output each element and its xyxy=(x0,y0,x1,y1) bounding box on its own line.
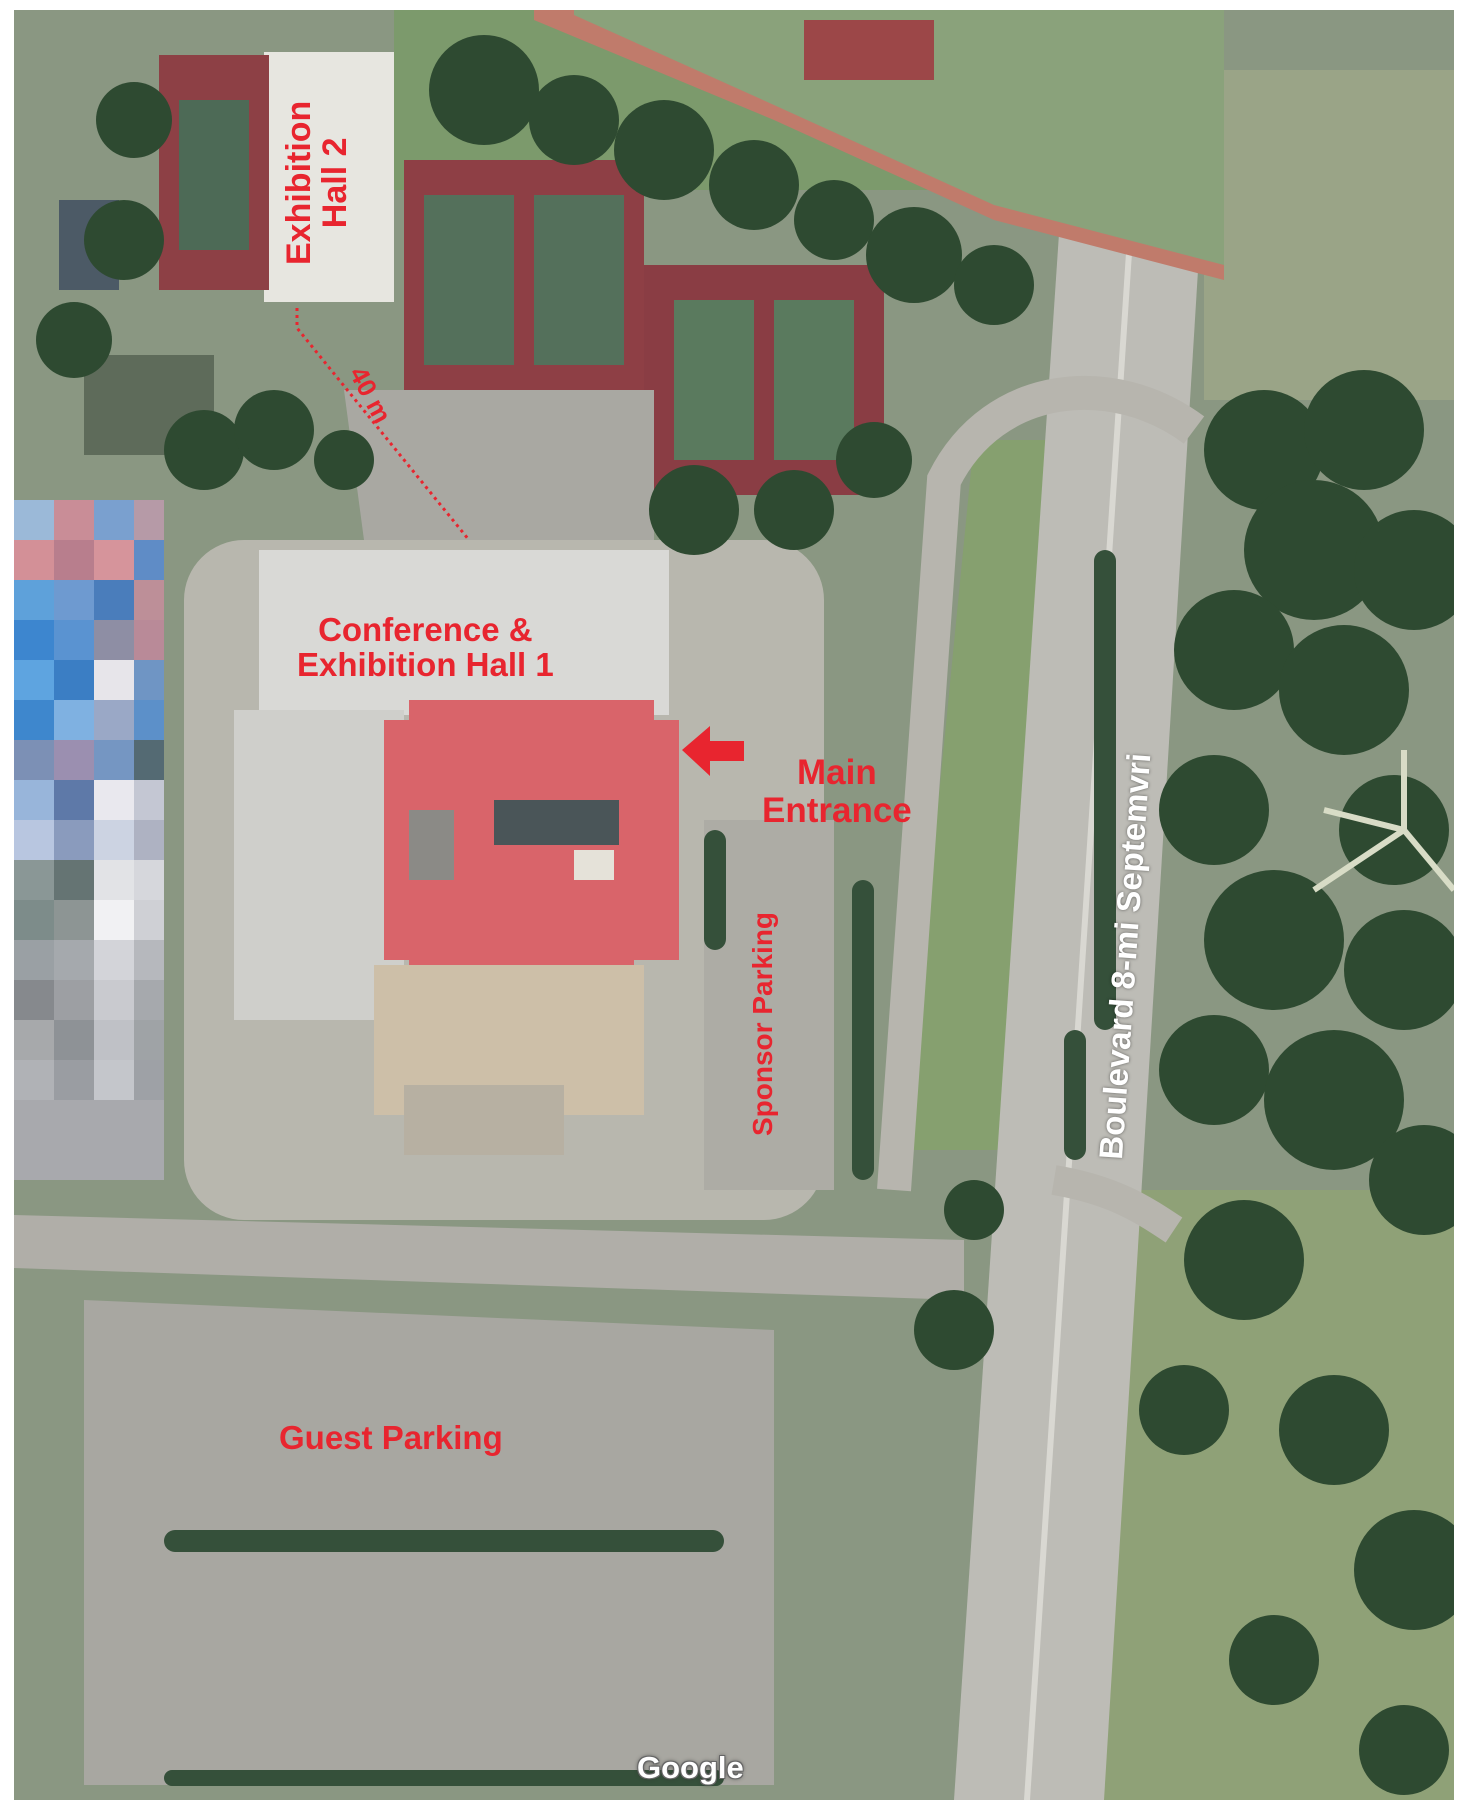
label-main-entrance: Main Entrance xyxy=(762,716,912,829)
label-conference-hall-1-text: Conference & Exhibition Hall 1 xyxy=(297,610,554,684)
google-attribution-text: Google xyxy=(637,1750,744,1785)
label-guest-parking-text: Guest Parking xyxy=(279,1419,503,1456)
label-exhibition-hall-2: Exhibition Hall 2 xyxy=(244,100,355,265)
satellite-map[interactable]: Exhibition Hall 2 40 m Conference & Exhi… xyxy=(14,10,1454,1800)
exhibition-hall-2-roof xyxy=(264,52,394,302)
service-loop-road xyxy=(877,375,1205,1192)
arrow-left-icon xyxy=(682,726,744,776)
label-guest-parking: Guest Parking xyxy=(279,1420,503,1456)
conference-hall-1-roof xyxy=(259,550,669,715)
north-parking-lot xyxy=(344,390,654,540)
grass-southeast xyxy=(1094,1190,1454,1800)
tree-clusters xyxy=(36,35,1454,1795)
map-imagery xyxy=(14,10,1454,1800)
boulevard-lane-divider xyxy=(1024,10,1148,1800)
label-sponsor-parking-text: Sponsor Parking xyxy=(747,911,778,1136)
google-attribution-logo: Google xyxy=(637,1750,744,1786)
east-west-road xyxy=(14,1215,964,1300)
label-conference-hall-1: Conference & Exhibition Hall 1 xyxy=(297,576,554,683)
tree-rows xyxy=(164,550,1116,1786)
label-exhibition-hall-2-text: Exhibition Hall 2 xyxy=(279,100,355,265)
label-sponsor-parking: Sponsor Parking xyxy=(747,911,778,1136)
grass-field-east xyxy=(1204,70,1454,400)
park-paths xyxy=(1312,750,1454,893)
pixelated-region xyxy=(14,500,164,1180)
label-main-entrance-text: Main Entrance xyxy=(762,752,912,830)
